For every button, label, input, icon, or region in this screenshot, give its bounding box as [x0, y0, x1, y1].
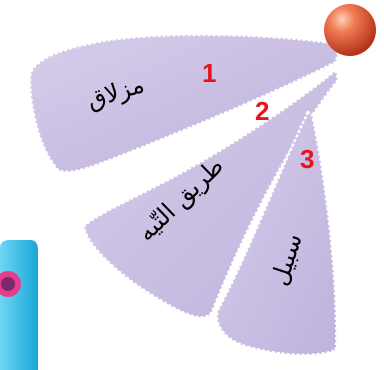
pivot-ball-icon — [324, 4, 376, 56]
option-number-3: 3 — [300, 144, 314, 174]
side-toy-shape — [0, 240, 38, 370]
option-number-2: 2 — [255, 96, 269, 126]
option-number-1: 1 — [202, 58, 216, 88]
